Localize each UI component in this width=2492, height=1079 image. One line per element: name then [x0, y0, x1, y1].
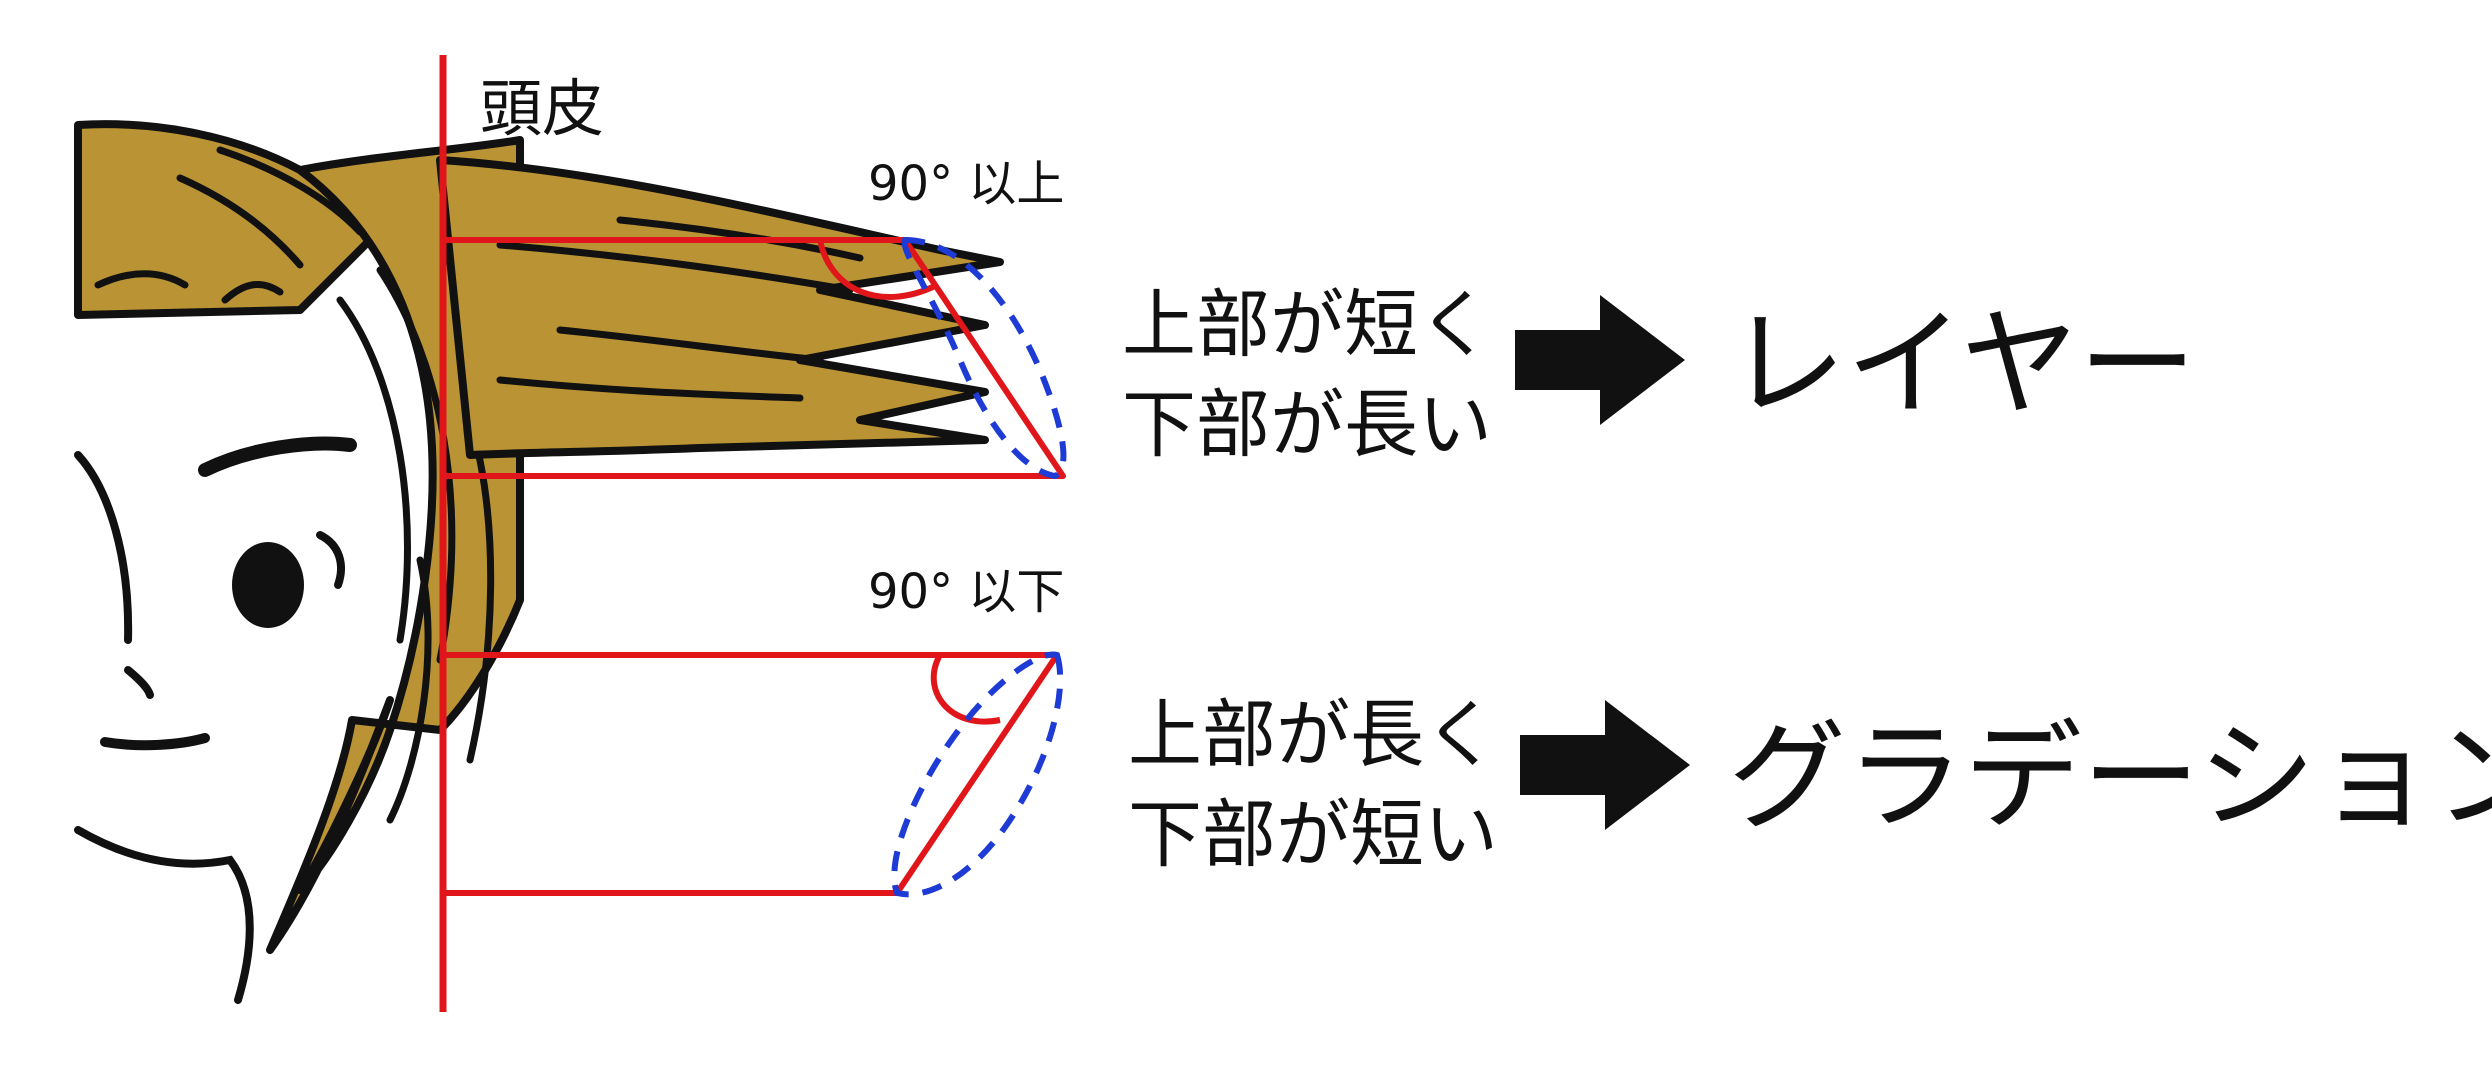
hair-strand	[496, 376, 804, 402]
hair-strand	[94, 270, 189, 289]
arrow-right-icon	[1515, 295, 1685, 425]
hair-strand	[176, 174, 304, 269]
scalp-label: 頭皮	[480, 72, 605, 145]
face-cheek	[74, 451, 133, 644]
face-chin	[74, 826, 254, 1004]
hair-strand	[556, 326, 824, 364]
arrow-right-icon	[1520, 700, 1690, 830]
hair-strand	[466, 416, 495, 764]
hair-strand	[386, 556, 432, 824]
guide-top	[443, 237, 1066, 479]
angle-arc-top	[817, 239, 937, 300]
description-line: 下部が長い	[1122, 382, 1492, 468]
angle-label-top: 90° 以上	[868, 156, 1065, 212]
ellipse-bottom	[891, 651, 1064, 898]
hair-strand	[336, 296, 411, 644]
angle-label-bottom: 90° 以下	[868, 564, 1065, 620]
hair-strand	[216, 146, 364, 236]
guide-bottom	[443, 652, 1060, 896]
hair-strand	[496, 241, 854, 294]
hair-strand	[616, 216, 864, 262]
mouth	[100, 733, 210, 751]
result-gradation: グラデーション	[1728, 708, 2492, 846]
description-line: 上部が短く	[1122, 282, 1492, 368]
result-layer: レイヤー	[1728, 295, 2197, 433]
eye	[232, 542, 304, 628]
eyebrow	[198, 436, 357, 477]
description-bottom: 上部が長く 下部が短い	[1128, 685, 1498, 885]
description-top: 上部が短く 下部が長い	[1122, 275, 1492, 475]
nose	[124, 666, 154, 699]
hair-strand	[221, 280, 284, 304]
description-line: 上部が長く	[1128, 692, 1498, 778]
hair-held	[436, 156, 1004, 459]
angle-arc-bottom	[930, 653, 1001, 725]
description-line: 下部が短い	[1128, 792, 1498, 878]
eyelash	[316, 531, 345, 589]
ellipse-top	[901, 236, 1067, 480]
